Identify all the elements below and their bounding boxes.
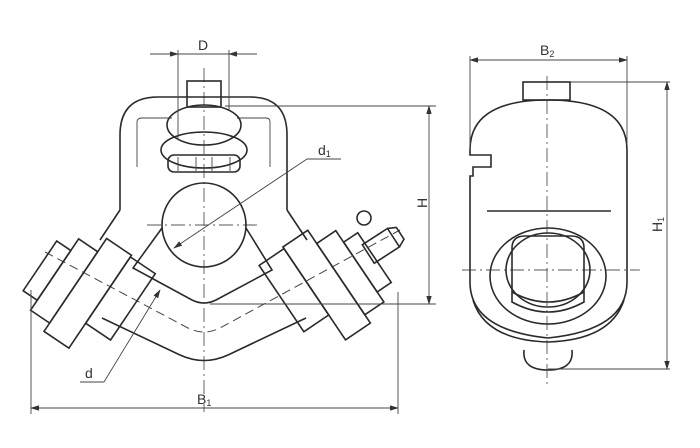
dimension-H1: H1 bbox=[548, 81, 670, 370]
dimension-H: H bbox=[210, 105, 436, 305]
label-H: H bbox=[414, 198, 430, 208]
side-conductor-slot bbox=[511, 235, 585, 313]
front-view: D H d1 d B1 bbox=[22, 37, 436, 414]
label-B1: B1 bbox=[197, 391, 211, 408]
inner-bracket-left bbox=[136, 117, 172, 167]
bolt-head bbox=[186, 80, 222, 108]
inner-bracket-right bbox=[237, 117, 271, 167]
v-groove-outer bbox=[101, 317, 307, 362]
label-H1: H1 bbox=[649, 217, 666, 232]
body-shoulders bbox=[99, 209, 308, 241]
side-bottom-lip bbox=[472, 299, 625, 343]
side-outer-ring bbox=[489, 227, 607, 325]
washer-pin bbox=[356, 210, 372, 226]
label-B2: B2 bbox=[540, 42, 554, 59]
dimension-B2: B2 bbox=[469, 42, 628, 150]
label-d1: d1 bbox=[318, 142, 331, 159]
nut-top bbox=[166, 104, 242, 146]
label-d: d bbox=[85, 365, 93, 381]
side-view: B2 H1 bbox=[462, 42, 670, 386]
clamp-housing bbox=[119, 96, 288, 210]
dimension-d1: d1 bbox=[173, 142, 341, 249]
side-inner-ring bbox=[505, 232, 591, 308]
left-clamp-plate bbox=[22, 237, 157, 350]
side-bolt-head bbox=[522, 81, 571, 101]
nut-body bbox=[167, 154, 241, 173]
dimension-D: D bbox=[150, 37, 257, 140]
dimension-d: d bbox=[80, 289, 161, 383]
dimension-B1: B1 bbox=[30, 290, 399, 414]
v-groove-inner bbox=[131, 227, 274, 304]
right-clamp-plate bbox=[258, 229, 393, 341]
side-bottom-knob bbox=[523, 349, 573, 371]
right-bolt-end bbox=[361, 226, 405, 265]
main-conductor-circle bbox=[161, 182, 247, 268]
nut-ring bbox=[160, 131, 248, 169]
branch-conductor-path bbox=[44, 229, 401, 333]
side-housing bbox=[469, 99, 628, 339]
label-D: D bbox=[198, 37, 208, 53]
